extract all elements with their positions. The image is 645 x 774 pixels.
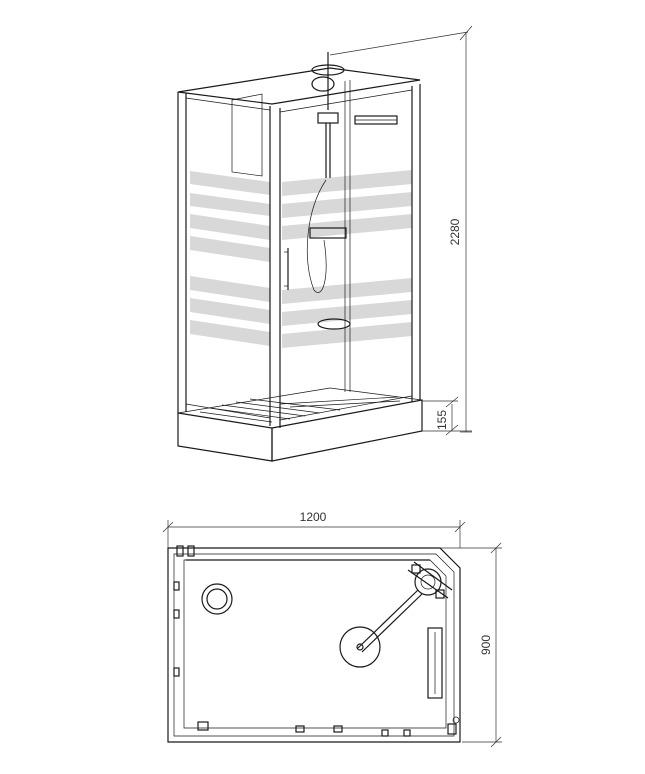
tray-height-dimension: 155 bbox=[422, 396, 459, 436]
plan-outline bbox=[167, 547, 461, 743]
width-label: 1200 bbox=[300, 510, 327, 524]
perspective-view: 2280 155 bbox=[177, 25, 473, 462]
depth-label: 900 bbox=[479, 635, 493, 655]
height-dimension: 2280 bbox=[329, 25, 473, 433]
plan-view: 1200 900 bbox=[162, 510, 502, 748]
corner-fittings bbox=[173, 545, 460, 737]
shower-tray bbox=[177, 387, 423, 462]
cabin-frame bbox=[177, 67, 421, 428]
tray-height-label: 155 bbox=[435, 410, 449, 430]
depth-dimension: 900 bbox=[440, 542, 502, 748]
plan-shower-head bbox=[339, 561, 453, 668]
width-dimension: 1200 bbox=[162, 510, 466, 548]
height-label: 2280 bbox=[448, 218, 462, 245]
back-panel bbox=[231, 93, 263, 177]
door-handle bbox=[284, 248, 289, 290]
tray-grille bbox=[199, 396, 401, 423]
plan-door-handle bbox=[427, 627, 443, 699]
drain bbox=[201, 583, 233, 615]
frosted-bands bbox=[190, 170, 412, 348]
shower-column bbox=[306, 52, 398, 330]
